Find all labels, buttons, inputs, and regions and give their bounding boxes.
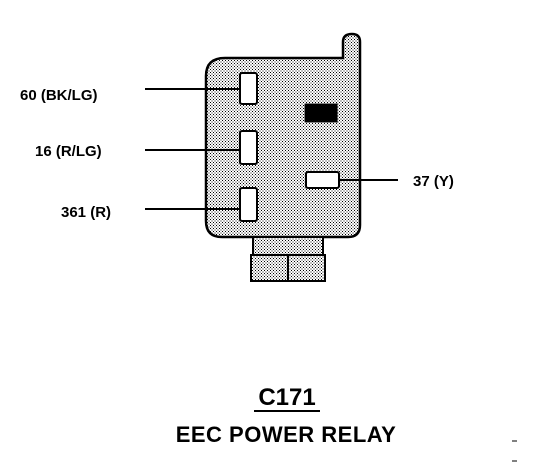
terminal-361 <box>239 187 258 222</box>
wire-label-60: 60 (BK/LG) <box>20 87 98 104</box>
connector-key-lower-left <box>250 254 289 282</box>
terminal-60 <box>239 72 258 105</box>
connector-name: EEC POWER RELAY <box>176 422 397 447</box>
wire-label-361: 361 (R) <box>61 204 111 221</box>
blocked-cavity <box>304 103 338 123</box>
terminal-37 <box>305 171 340 189</box>
terminal-16 <box>239 130 258 165</box>
connector-key-lower-right <box>287 254 326 282</box>
connector-housing <box>204 32 362 239</box>
connector-id: C171 <box>258 384 315 411</box>
wire-label-16: 16 (R/LG) <box>35 143 102 160</box>
connector-key-upper <box>252 236 324 256</box>
wire-label-37: 37 (Y) <box>413 173 454 190</box>
